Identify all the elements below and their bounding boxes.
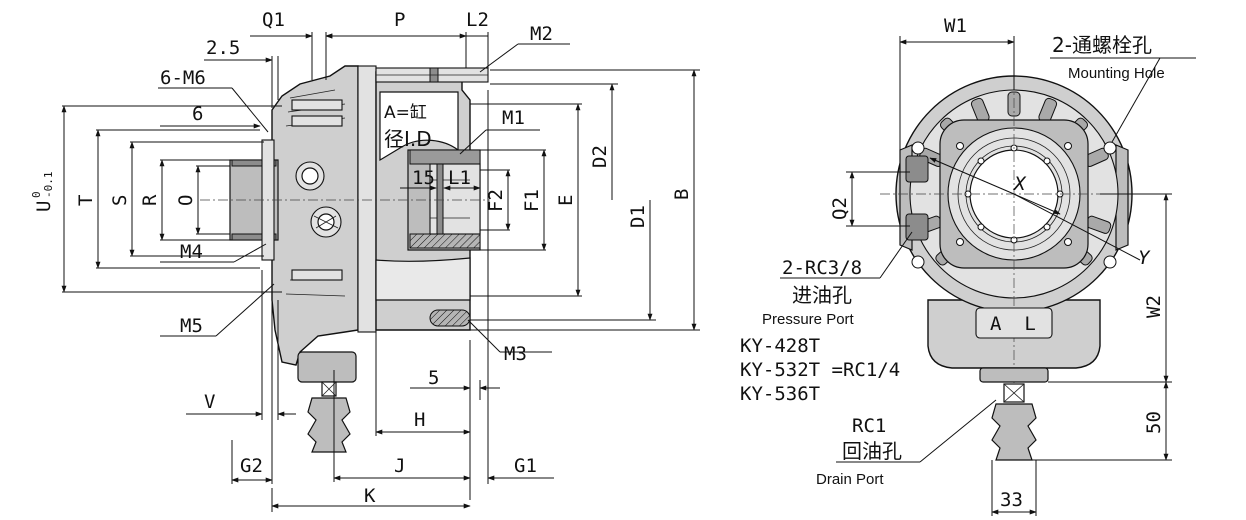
- label-model-2: KY-532T =RC1/4: [740, 359, 900, 381]
- dim-50: 50: [1143, 411, 1165, 434]
- dim-m4: M4: [180, 241, 203, 263]
- label-pressure-code: 2-RC3/8: [782, 257, 862, 279]
- label-bore-id: 径I.D: [384, 127, 432, 151]
- svg-text:-0.1: -0.1: [42, 172, 55, 199]
- dim-2-5: 2.5: [206, 37, 240, 59]
- svg-text:0: 0: [30, 191, 43, 198]
- dim-6-m6: 6-M6: [160, 67, 206, 89]
- dim-q1: Q1: [262, 9, 285, 31]
- dim-l2: L2: [466, 9, 489, 31]
- dim-r: R: [139, 194, 161, 206]
- dim-w1: W1: [944, 15, 967, 37]
- label-model-1: KY-428T: [740, 335, 820, 357]
- label-pressure-cn: 进油孔: [792, 283, 852, 307]
- dim-w2: W2: [1143, 295, 1165, 318]
- label-drain-en: Drain Port: [816, 471, 884, 488]
- dim-b: B: [671, 189, 693, 200]
- dim-k: K: [364, 485, 376, 507]
- dim-j: J: [394, 455, 405, 477]
- bolt-holes: [911, 141, 1117, 269]
- dim-f2: F2: [485, 189, 507, 212]
- side-view-body: [200, 65, 490, 453]
- dim-g2: G2: [240, 455, 263, 477]
- front-view-labels: W1 2-通螺栓孔 Mounting Hole X Y Q2 2-RC3/8 进…: [740, 15, 1165, 511]
- side-view: Q1 P L2 M2 2.5 6-M6 6 A=缸 径I.D M1 15 L1 …: [30, 9, 700, 512]
- dim-u: U 0 -0.1: [30, 172, 55, 213]
- dim-m2: M2: [530, 23, 553, 45]
- dim-y: Y: [1138, 247, 1151, 269]
- front-view-dimension-lines: [780, 36, 1196, 516]
- dim-m3: M3: [504, 343, 527, 365]
- label-al-badge: A L: [990, 313, 1036, 335]
- side-view-dimension-lines: [61, 32, 700, 512]
- dim-d1: D1: [627, 205, 649, 228]
- label-mount-cn: 2-通螺栓孔: [1052, 33, 1152, 57]
- dim-l1: L1: [448, 167, 471, 189]
- dim-m1: M1: [502, 107, 525, 129]
- dim-33: 33: [1000, 489, 1023, 511]
- dim-p: P: [394, 9, 405, 31]
- dim-5: 5: [428, 367, 439, 389]
- al-badge: [975, 307, 1053, 339]
- label-drain-code: RC1: [852, 415, 886, 437]
- dim-t: T: [75, 195, 97, 206]
- dim-6: 6: [192, 103, 203, 125]
- dim-g1: G1: [514, 455, 537, 477]
- label-a-bore: A=缸: [384, 102, 427, 123]
- dim-15: 15: [412, 167, 435, 189]
- dim-h: H: [414, 409, 425, 431]
- front-view-body: [880, 75, 1160, 461]
- dim-d2: D2: [589, 145, 611, 168]
- dim-f1: F1: [521, 189, 543, 212]
- label-model-3: KY-536T: [740, 383, 820, 405]
- dim-o: O: [175, 195, 197, 206]
- front-view: W1 2-通螺栓孔 Mounting Hole X Y Q2 2-RC3/8 进…: [740, 15, 1196, 516]
- dim-m5: M5: [180, 315, 203, 337]
- dim-q2: Q2: [829, 197, 851, 220]
- dim-e: E: [555, 195, 577, 206]
- label-mount-en: Mounting Hole: [1068, 65, 1165, 82]
- label-pressure-en: Pressure Port: [762, 311, 855, 328]
- dim-v: V: [204, 391, 215, 413]
- side-view-labels: Q1 P L2 M2 2.5 6-M6 6 A=缸 径I.D M1 15 L1 …: [30, 9, 693, 507]
- label-drain-cn: 回油孔: [842, 439, 902, 463]
- dim-s: S: [109, 195, 131, 206]
- dim-x: X: [1012, 173, 1027, 195]
- svg-text:U: U: [33, 201, 55, 212]
